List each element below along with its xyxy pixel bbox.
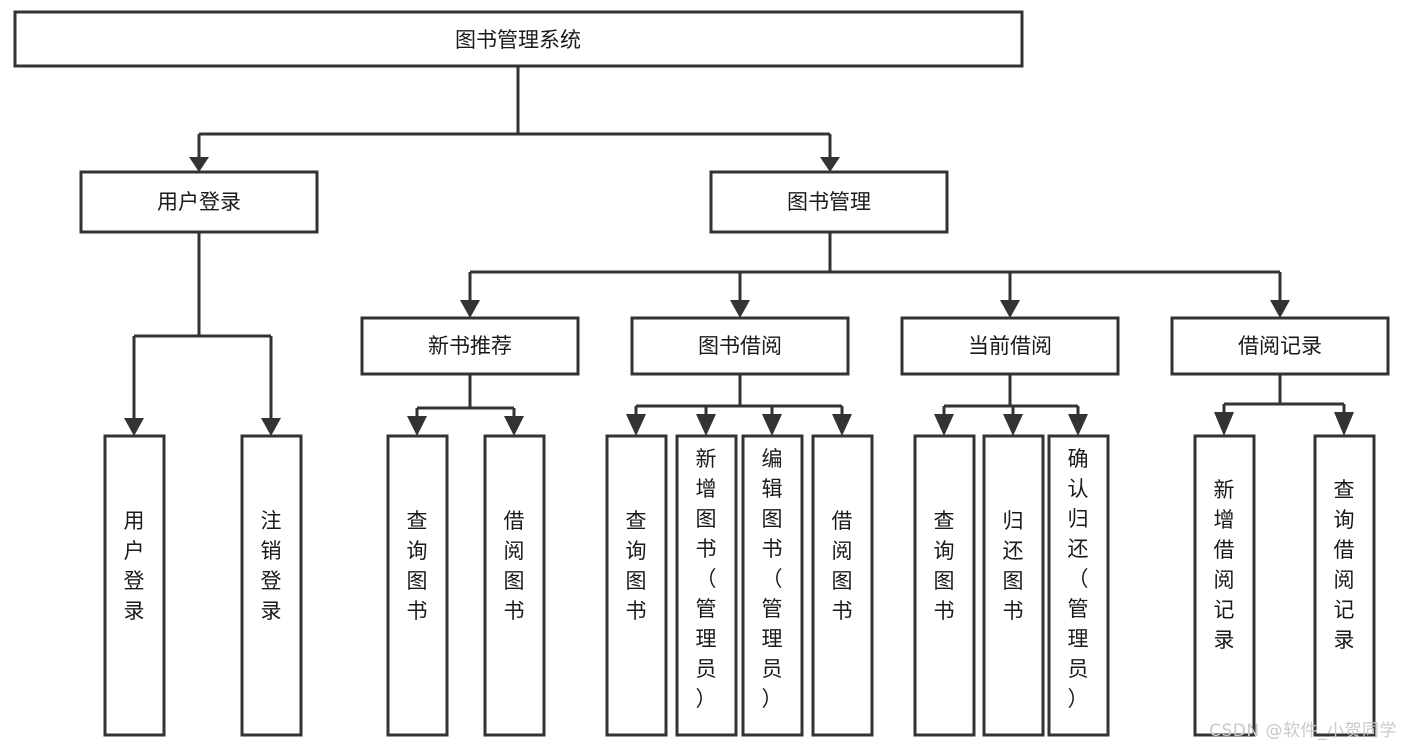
arrow-down-icon [124, 418, 144, 436]
node-root-label: 图书管理系统 [455, 28, 581, 52]
connector-group [132, 66, 1346, 418]
connector-current-borrow-trunk [942, 374, 1080, 418]
connector-book-mgmt-trunk [468, 232, 1282, 303]
arrow-down-icon [1000, 300, 1020, 318]
connector-book-borrow-trunk [634, 374, 844, 418]
leaf-label: 新增图书（管理员） [696, 447, 717, 711]
leaf-box[interactable] [1193, 434, 1256, 737]
leaf-node[interactable]: 借阅图书 [483, 434, 546, 737]
connector-borrow-record-trunk [1222, 374, 1346, 418]
node-user-login-box[interactable] [79, 170, 319, 234]
leaf-node[interactable]: 借阅图书 [811, 434, 874, 737]
leaf-node[interactable]: 编辑图书（管理员） [741, 434, 804, 737]
leaf-label: 借阅图书 [832, 509, 853, 623]
node-book-management-label: 图书管理 [787, 190, 871, 214]
node-borrow-record-box[interactable] [1170, 316, 1390, 376]
node-current-borrow[interactable]: 当前借阅 [900, 316, 1120, 376]
arrow-down-icon [1214, 412, 1234, 436]
leaf-node[interactable]: 查询图书 [386, 434, 449, 737]
arrow-down-icon [762, 414, 782, 436]
leaf-label: 借阅图书 [504, 509, 525, 623]
node-current-borrow-box[interactable] [900, 316, 1120, 376]
leaf-box[interactable] [1047, 434, 1110, 737]
connector-root-trunk [197, 66, 832, 160]
node-new-book-recommend[interactable]: 新书推荐 [360, 316, 580, 376]
leaf-node[interactable]: 查询借阅记录 [1313, 434, 1376, 737]
leaf-box[interactable] [386, 434, 449, 737]
node-user-login[interactable]: 用户登录 [79, 170, 319, 234]
leaf-box[interactable] [1313, 434, 1376, 737]
arrow-down-icon [1003, 414, 1023, 436]
leaf-box[interactable] [913, 434, 976, 737]
arrow-down-icon [820, 157, 840, 172]
arrow-down-icon [407, 416, 427, 436]
leaf-node[interactable]: 新增借阅记录 [1193, 434, 1256, 737]
node-book-borrow[interactable]: 图书借阅 [630, 316, 850, 376]
arrow-down-icon [1068, 414, 1088, 436]
arrow-down-icon [934, 414, 954, 436]
connector-user-login-trunk [132, 232, 273, 418]
arrow-down-icon [504, 416, 524, 436]
leaf-node[interactable]: 新增图书（管理员） [675, 434, 738, 737]
leaf-label: 编辑图书（管理员） [762, 447, 783, 711]
leaf-box[interactable] [103, 434, 166, 737]
node-book-management-box[interactable] [709, 170, 949, 234]
leaf-label: 查询借阅记录 [1334, 478, 1355, 652]
leaf-box[interactable] [605, 434, 668, 737]
leaf-label: 新增借阅记录 [1214, 478, 1235, 652]
arrow-down-icon [261, 418, 281, 436]
leaf-node[interactable]: 注销登录 [240, 434, 303, 737]
leaf-box[interactable] [483, 434, 546, 737]
node-book-borrow-label: 图书借阅 [698, 334, 782, 358]
node-user-login-label: 用户登录 [157, 190, 241, 214]
leaf-node[interactable]: 用户登录 [103, 434, 166, 737]
leaf-box[interactable] [982, 434, 1045, 737]
arrow-down-icon [460, 300, 480, 318]
node-book-borrow-box[interactable] [630, 316, 850, 376]
node-current-borrow-label: 当前借阅 [968, 334, 1052, 358]
leaf-box[interactable] [240, 434, 303, 737]
leaf-group: 用户登录 注销登录 查询图书 借阅图书 查询图书 新增图书（管理员） 编辑图书（… [103, 434, 1376, 737]
leaf-label: 查询图书 [626, 509, 647, 623]
node-root[interactable]: 图书管理系统 [13, 10, 1024, 68]
leaf-node[interactable]: 查询图书 [605, 434, 668, 737]
node-new-book-recommend-box[interactable] [360, 316, 580, 376]
leaf-label: 确认归还（管理员） [1068, 447, 1089, 711]
leaf-label: 查询图书 [934, 509, 955, 623]
arrow-down-icon [832, 414, 852, 436]
arrow-down-icon [1270, 300, 1290, 318]
node-borrow-record-label: 借阅记录 [1238, 334, 1322, 358]
arrow-down-icon [730, 300, 750, 318]
leaf-node[interactable]: 归还图书 [982, 434, 1045, 737]
leaf-label: 归还图书 [1003, 509, 1024, 623]
arrow-down-icon [1334, 412, 1354, 436]
leaf-label: 用户登录 [124, 509, 145, 623]
node-root-box[interactable] [13, 10, 1024, 68]
arrowhead-group [124, 157, 1354, 436]
leaf-node[interactable]: 确认归还（管理员） [1047, 434, 1110, 737]
leaf-label: 注销登录 [261, 509, 282, 623]
leaf-box[interactable] [811, 434, 874, 737]
leaf-box[interactable] [675, 434, 738, 737]
node-book-management[interactable]: 图书管理 [709, 170, 949, 234]
arrow-down-icon [696, 414, 716, 436]
leaf-label: 查询图书 [407, 509, 428, 623]
arrow-down-icon [626, 414, 646, 436]
arrow-down-icon [189, 157, 209, 172]
node-borrow-record[interactable]: 借阅记录 [1170, 316, 1390, 376]
leaf-box[interactable] [741, 434, 804, 737]
connector-new-book-trunk [415, 374, 516, 418]
node-new-book-recommend-label: 新书推荐 [428, 334, 512, 358]
leaf-node[interactable]: 查询图书 [913, 434, 976, 737]
